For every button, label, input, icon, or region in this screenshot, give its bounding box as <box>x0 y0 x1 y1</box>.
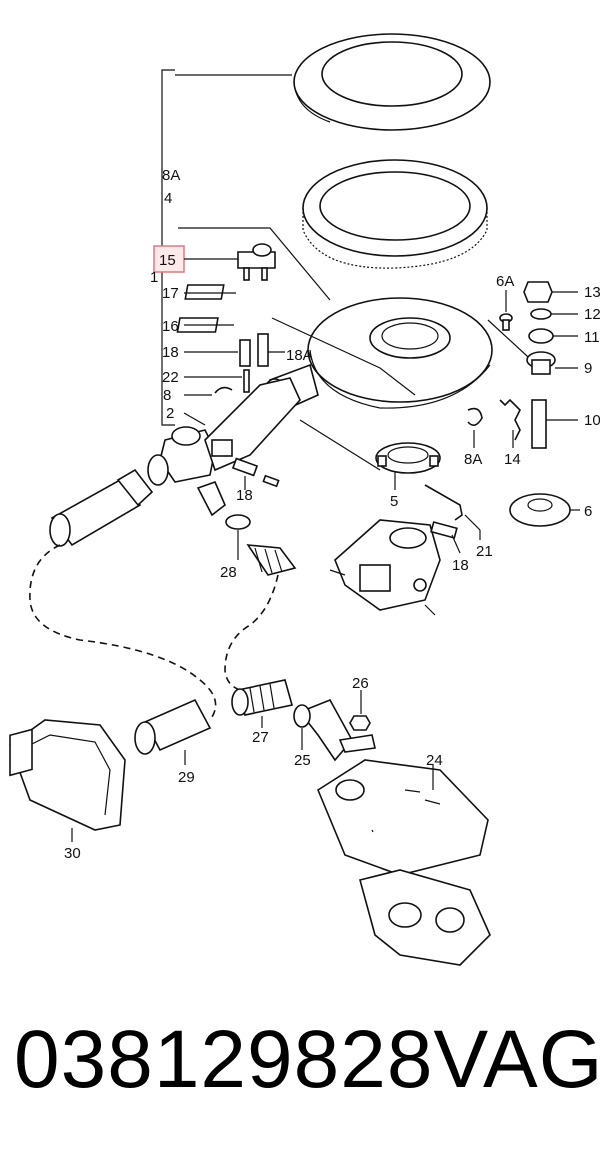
highlight-box <box>153 245 185 273</box>
mount-9 <box>526 351 556 375</box>
caption: 038129828 VAG <box>14 1010 600 1110</box>
pin-22 <box>243 369 250 393</box>
gasket-5 <box>375 442 441 474</box>
pin-small <box>262 474 280 488</box>
corrugated-hose-27 <box>231 679 294 716</box>
callout-label: 17 <box>162 285 179 302</box>
intake-manifold-24 <box>317 759 489 876</box>
pipe-21 <box>424 484 463 521</box>
nut-26 <box>349 715 371 731</box>
callout-label: 30 <box>64 845 81 862</box>
hose-18-lower <box>231 457 259 477</box>
callout-label: 14 <box>504 451 521 468</box>
callout-label: 8A <box>162 167 180 184</box>
heat-shroud-30 <box>9 719 126 831</box>
grommet-11 <box>528 328 554 344</box>
callout-label: 15 <box>159 252 176 269</box>
callout-label: 18A <box>286 347 313 364</box>
callout-label: 24 <box>426 752 443 769</box>
screw-6a <box>499 313 513 331</box>
engine-block <box>359 869 491 966</box>
callout-label: 25 <box>294 752 311 769</box>
callout-label: 28 <box>220 564 237 581</box>
callout-label: 13 <box>584 284 600 301</box>
callout-label: 5 <box>390 493 398 510</box>
hose-18-b <box>257 333 269 367</box>
sensor-15 <box>237 243 276 281</box>
callout-label: 12 <box>584 306 600 323</box>
callout-label: 9 <box>584 360 592 377</box>
callout-label: 11 <box>584 329 600 346</box>
callout-label: 6A <box>496 273 514 290</box>
bracket-6 <box>509 493 571 527</box>
brand-name: VAG <box>433 1014 600 1105</box>
hose-18-a <box>239 339 251 367</box>
intake-assembly <box>147 377 301 486</box>
callout-label: 16 <box>162 318 179 335</box>
corrugated-hose-upper <box>246 544 297 576</box>
elbow-25 <box>293 698 376 762</box>
callout-label: 26 <box>352 675 369 692</box>
nut-13 <box>523 281 553 303</box>
air-filter-cover <box>293 33 491 131</box>
duct-path-center <box>224 574 279 691</box>
callout-label: 8A <box>464 451 482 468</box>
clip-8a <box>467 407 483 426</box>
filter-element <box>302 159 488 269</box>
callout-label: 29 <box>178 769 195 786</box>
callout-label: 18 <box>452 557 469 574</box>
callout-label: 6 <box>584 503 592 520</box>
pipe-line <box>299 419 381 471</box>
callout-label: 27 <box>252 729 269 746</box>
leader-line <box>178 227 331 301</box>
clip-8 <box>214 386 233 394</box>
callout-label: 10 <box>584 412 600 429</box>
callout-label: 8 <box>163 387 171 404</box>
callout-label: 1 <box>150 269 158 286</box>
duct-path-left <box>29 544 217 721</box>
callout-label: 21 <box>476 543 493 560</box>
callout-label: 4 <box>164 190 172 207</box>
stud-10 <box>531 399 547 449</box>
leader-line <box>271 317 416 396</box>
preheat-hose-29 <box>134 698 212 755</box>
callout-label: 18 <box>236 487 253 504</box>
part-number: 038129828 <box>14 1014 434 1105</box>
elbow-pipe <box>196 480 226 517</box>
washer-12 <box>530 308 552 320</box>
exploded-parts-diagram: 1 2 4 5 6 6A 8 8A 8A 9 10 11 12 13 14 15… <box>9 33 600 966</box>
spring-14 <box>499 398 521 441</box>
hose-18-right <box>430 521 458 539</box>
callout-label: 22 <box>162 369 179 386</box>
callout-label: 18 <box>162 344 179 361</box>
preheat-hose-upper <box>49 468 154 547</box>
carburetor <box>329 519 441 616</box>
clamp-28 <box>225 514 251 530</box>
callout-label: 2 <box>166 405 174 422</box>
gasket-17 <box>184 284 225 300</box>
